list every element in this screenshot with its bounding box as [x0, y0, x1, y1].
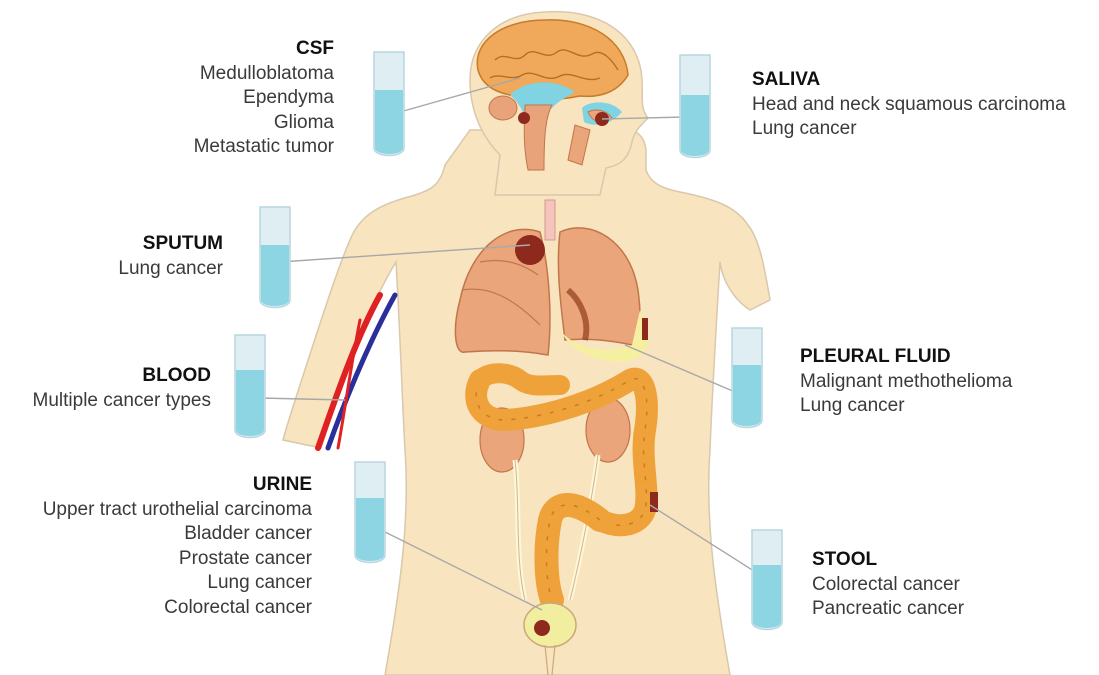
blood-title: BLOOD: [33, 364, 211, 389]
saliva-tube-icon: [680, 55, 710, 158]
urine-tube-icon: [355, 462, 385, 563]
tumor-icon: [534, 620, 550, 636]
sputum-tube-icon: [260, 207, 290, 308]
blood-item: Multiple cancer types: [33, 389, 211, 414]
blood-tube-icon: [235, 335, 265, 438]
pleural-label: PLEURAL FLUID Malignant methothelioma Lu…: [800, 345, 1012, 419]
stool-tube-icon: [752, 530, 782, 630]
saliva-title: SALIVA: [752, 68, 1066, 93]
csf-item: Medulloblatoma: [194, 62, 334, 87]
csf-item: Metastatic tumor: [194, 135, 334, 160]
pleural-item: Malignant methothelioma: [800, 370, 1012, 395]
saliva-label: SALIVA Head and neck squamous carcinoma …: [752, 68, 1066, 142]
csf-label: CSF Medulloblatoma Ependyma Glioma Metas…: [194, 37, 334, 160]
tumor-icon: [515, 235, 545, 265]
trachea-lower: [545, 200, 555, 240]
urine-label: URINE Upper tract urothelial carcinoma B…: [43, 473, 312, 620]
sputum-label: SPUTUM Lung cancer: [118, 232, 223, 281]
csf-item: Glioma: [194, 111, 334, 136]
saliva-item: Lung cancer: [752, 117, 1066, 142]
stool-item: Pancreatic cancer: [812, 597, 964, 622]
stool-label: STOOL Colorectal cancer Pancreatic cance…: [812, 548, 964, 622]
urine-item: Bladder cancer: [43, 522, 312, 547]
csf-title: CSF: [194, 37, 334, 62]
tumor-icon: [518, 112, 530, 124]
urine-item: Colorectal cancer: [43, 596, 312, 621]
stool-title: STOOL: [812, 548, 964, 573]
urine-item: Prostate cancer: [43, 547, 312, 572]
sputum-title: SPUTUM: [118, 232, 223, 257]
pleural-item: Lung cancer: [800, 394, 1012, 419]
urine-item: Upper tract urothelial carcinoma: [43, 498, 312, 523]
csf-tube-icon: [374, 52, 404, 156]
sputum-item: Lung cancer: [118, 257, 223, 282]
saliva-item: Head and neck squamous carcinoma: [752, 93, 1066, 118]
urine-title: URINE: [43, 473, 312, 498]
urine-item: Lung cancer: [43, 571, 312, 596]
pleural-title: PLEURAL FLUID: [800, 345, 1012, 370]
blood-label: BLOOD Multiple cancer types: [33, 364, 211, 413]
torso-and-arms: [283, 130, 770, 675]
stool-item: Colorectal cancer: [812, 573, 964, 598]
pleural-tube-icon: [732, 328, 762, 428]
csf-item: Ependyma: [194, 86, 334, 111]
